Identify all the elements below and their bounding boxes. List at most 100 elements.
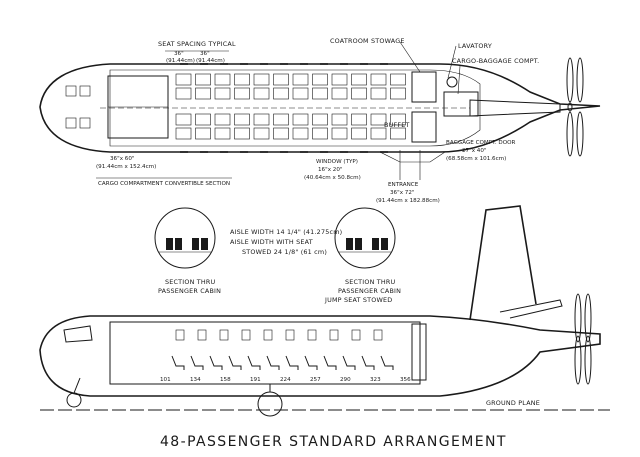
aisle-width-seat-label: AISLE WIDTH WITH SEAT [230,238,313,246]
passenger-seat [175,73,192,86]
side-seat [209,355,223,370]
passenger-seat [292,87,309,100]
passenger-seat [273,73,289,86]
passenger-seat [370,127,387,140]
lavatory-fixture [446,76,458,88]
passenger-seat [273,87,289,100]
side-seat [190,355,204,370]
side-seat [304,355,318,370]
plan-seat-grid [175,73,406,140]
passenger-seat [312,127,328,140]
passenger-seat [195,87,211,100]
seat-spacing-dim-1: 36" [174,51,184,57]
coatroom [411,71,437,103]
entrance-label: ENTRANCE [388,182,419,188]
side-window [241,329,251,341]
frame-number: 224 [280,377,291,383]
passenger-seat [253,113,270,126]
passenger-seat [234,127,250,140]
entrance-dim: 36"x 72" [390,190,415,196]
passenger-seat [351,113,367,126]
side-seat-row [171,355,394,370]
stowed-label: STOWED 24 1/8" (61 cm) [242,248,327,256]
side-seat [247,355,261,370]
passenger-seat [195,73,211,86]
frame-number: 101 [160,377,171,383]
passenger-seat [175,113,192,126]
cargo-section-label: CARGO COMPARTMENT CONVERTIBLE SECTION [98,181,230,187]
baggage-door-metric: (68.58cm x 101.6cm) [446,156,506,162]
tail-fin [469,205,537,321]
side-seat [285,355,299,370]
passenger-seat [331,127,348,140]
passenger-seat [331,87,348,100]
passenger-seat [390,113,406,126]
frame-number: 158 [220,377,231,383]
side-window [219,329,229,341]
frame-number: 134 [190,377,201,383]
cargo-door-dim: 36"x 60" [110,156,135,162]
passenger-seat [390,87,406,100]
passenger-seat [175,87,192,100]
seat-spacing-metric-1: (91.44cm) [166,58,195,64]
passenger-seat [273,113,289,126]
nose-gear [66,392,82,408]
side-seat [361,355,375,370]
passenger-seat [234,87,250,100]
passenger-seat [234,113,250,126]
passenger-seat [195,113,211,126]
frame-number: 290 [340,377,351,383]
passenger-seat [312,87,328,100]
left-section-caption-2: PASSENGER CABIN [158,287,221,295]
coatroom-label: COATROOM STOWAGE [330,37,405,45]
lavatory-label: LAVATORY [458,42,492,50]
passenger-seat [292,127,309,140]
side-window [197,329,207,341]
passenger-seat [214,73,231,86]
side-seat [380,355,394,370]
side-window [285,329,295,341]
side-window [263,329,273,341]
passenger-seat [370,87,387,100]
entrance-door [411,323,427,381]
passenger-seat [351,73,367,86]
passenger-seat [312,113,328,126]
side-window [329,329,339,341]
plan-labels: SEAT SPACING TYPICAL 36" 36" (91.44cm) (… [96,37,539,204]
window-metric: (40.64cm x 50.8cm) [304,175,361,181]
passenger-seat [351,127,367,140]
diagram-title: 48-PASSENGER STANDARD ARRANGEMENT [160,434,507,450]
passenger-seat [351,87,367,100]
side-windows [175,329,383,341]
section-left [154,207,216,269]
frame-number: 257 [310,377,321,383]
seat-spacing-metric-2: (91.44cm) [196,58,225,64]
side-seat [228,355,242,370]
passenger-seat [312,73,328,86]
passenger-seat [175,127,192,140]
plan-windows [180,63,388,153]
cockpit-seats [65,85,91,129]
seat-spacing-label: SEAT SPACING TYPICAL [158,40,236,48]
baggage-door-dim: 27"x 40" [462,148,487,154]
side-seat [323,355,337,370]
buffet [411,111,437,143]
side-window [351,329,361,341]
window-dim: 16"x 20" [318,167,343,173]
plan-cabin-inner [109,69,481,147]
passenger-seat [331,113,348,126]
engine-nacelle [469,99,561,117]
side-window [307,329,317,341]
cargo-door-metric: (91.44cm x 152.4cm) [96,164,156,170]
passenger-seat [253,127,270,140]
right-section-caption-1: SECTION THRU [345,278,396,286]
right-section-caption-2: PASSENGER CABIN [338,287,401,295]
section-right [334,207,396,269]
passenger-seat [195,127,211,140]
side-window [373,329,383,341]
passenger-seat [214,127,231,140]
cargo-baggage-label: CARGO-BAGGAGE COMPT. [452,57,539,65]
passenger-seat [292,73,309,86]
side-seat [342,355,356,370]
